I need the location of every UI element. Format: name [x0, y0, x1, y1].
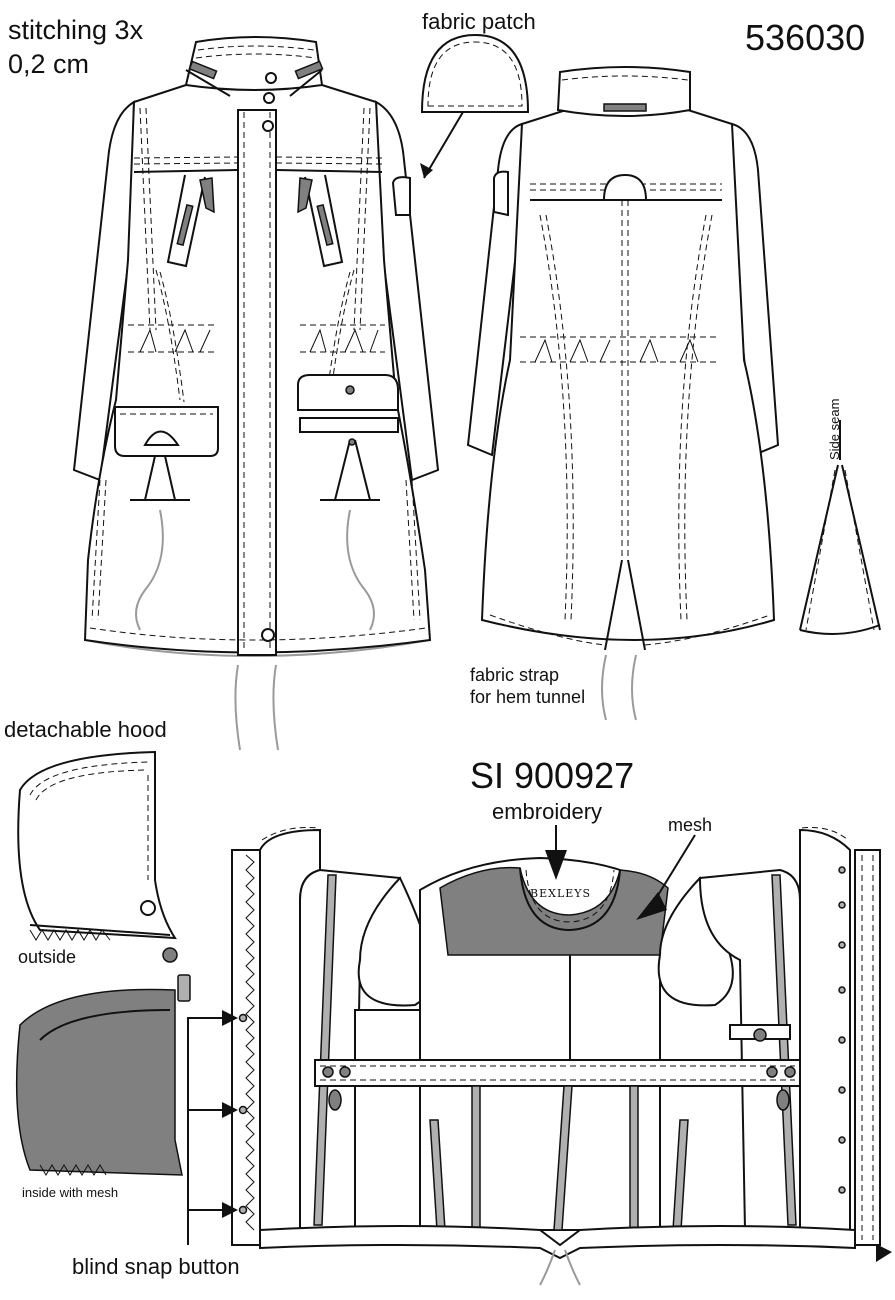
hood-outside [17, 750, 191, 1002]
front-collar [184, 36, 324, 91]
inside-hem [259, 1225, 856, 1260]
front-left-pocket-flap [114, 406, 219, 457]
front-button-2 [263, 92, 275, 104]
stitching-label: stitching 3x [8, 15, 144, 45]
hem-tunnel-label: for hem tunnel [470, 687, 586, 707]
inside-mesh-label: inside with mesh [22, 1185, 119, 1200]
inside-view [187, 825, 892, 1286]
back-right-sleeve [728, 122, 780, 457]
front-button-1 [265, 72, 277, 84]
article-number: 536030 [745, 17, 866, 58]
blind-snap-button-label: blind snap button [72, 1254, 240, 1279]
left-collar-tab [188, 60, 218, 80]
front-view [72, 36, 440, 751]
stitching-width-label: 0,2 cm [8, 49, 90, 79]
front-button-hem [261, 628, 275, 642]
front-right-sleeve [374, 100, 440, 482]
fabric-strap-label: fabric strap [470, 665, 560, 685]
back-collar [556, 66, 691, 117]
fabric-patch [391, 33, 530, 216]
outside-label: outside [18, 947, 77, 967]
fabric-patch-label: fabric patch [422, 9, 536, 34]
front-left-sleeve [72, 100, 136, 482]
front-button-3 [262, 120, 274, 132]
hood-inside-mesh [15, 988, 183, 1176]
mesh-label: mesh [668, 815, 713, 835]
side-seam-label: Side seam [827, 398, 842, 460]
brand-logo: BEXLEYS [530, 887, 592, 900]
right-collar-tab [294, 60, 324, 80]
waist-tunnel [314, 1059, 801, 1087]
embroidery-label: embroidery [492, 799, 603, 824]
mesh-yoke [439, 866, 669, 956]
side-seam-detail [799, 420, 881, 635]
detachable-hood-label: detachable hood [4, 717, 167, 742]
style-number: SI 900927 [470, 755, 635, 796]
back-view [466, 66, 780, 721]
